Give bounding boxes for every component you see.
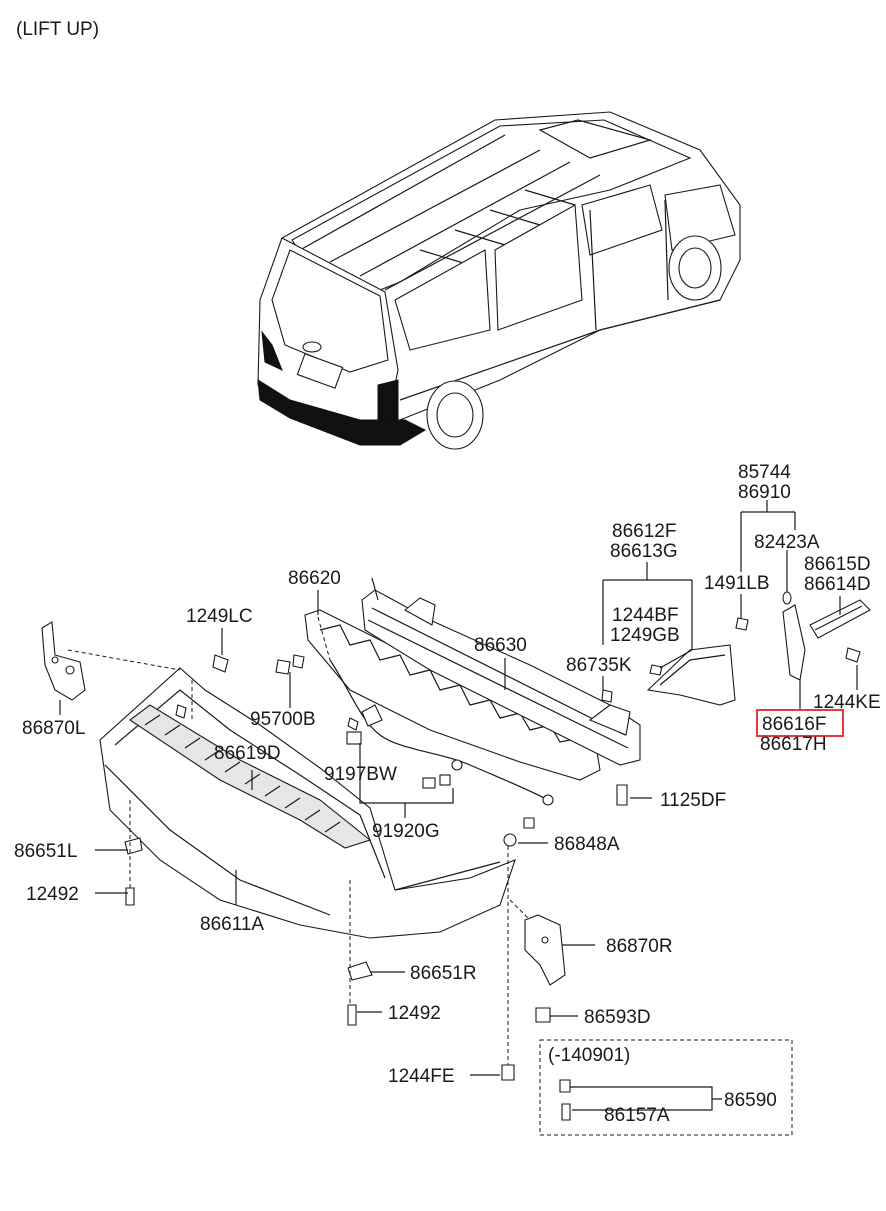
label-85744: 85744: [738, 462, 791, 483]
label-1125DF: 1125DF: [660, 790, 726, 811]
van-illustration: [257, 111, 741, 450]
label-1249LC: 1249LC: [186, 606, 253, 627]
label-86612F: 86612F: [612, 521, 676, 542]
side-bracket-86612F: [646, 644, 736, 706]
part-labels: 85744 86910 82423A 86615D 86614D 86612F …: [14, 462, 881, 1126]
label-91920G: 91920G: [372, 821, 440, 842]
label-86611A: 86611A: [200, 914, 264, 935]
label-86157A: 86157A: [604, 1105, 670, 1126]
label-86651L: 86651L: [14, 841, 77, 862]
side-bracket-86615D: [809, 599, 871, 639]
label-1491LB: 1491LB: [704, 573, 770, 594]
label-86620: 86620: [288, 568, 341, 589]
bumper-beam-86630: [361, 577, 641, 766]
label-86870R: 86870R: [606, 936, 673, 957]
label-86848A: 86848A: [554, 834, 620, 855]
fasteners: [124, 591, 861, 1121]
bumper-cover-86611A: [99, 667, 516, 939]
label-82423A: 82423A: [754, 532, 820, 553]
label-1249GB: 1249GB: [610, 625, 680, 646]
label-86617H: 86617H: [760, 734, 827, 755]
label-86870L: 86870L: [22, 718, 85, 739]
label-86651R: 86651R: [410, 963, 477, 984]
leader-lines: [59, 500, 858, 1111]
label-86735K: 86735K: [566, 655, 632, 676]
side-bracket-86616F: [782, 604, 806, 681]
label-12492-bottom: 12492: [388, 1003, 441, 1024]
label-9197BW: 9197BW: [324, 764, 397, 785]
label-86613G: 86613G: [610, 541, 678, 562]
label-1244BF: 1244BF: [612, 605, 679, 626]
label-86910: 86910: [738, 482, 791, 503]
label-86616F: 86616F: [762, 714, 826, 735]
construction-lines: [67, 616, 793, 1136]
label-95700B: 95700B: [250, 709, 316, 730]
label-86590: 86590: [724, 1090, 777, 1111]
wiring-harness-91920G: [329, 659, 554, 806]
highlight-box-86616F: [756, 709, 844, 737]
diagram-header: (LIFT UP): [16, 19, 99, 40]
label-86593D: 86593D: [584, 1007, 651, 1028]
label-86619D: 86619D: [214, 743, 281, 764]
label-1244KE: 1244KE: [813, 692, 881, 713]
label-86630: 86630: [474, 635, 527, 656]
mudguard-left-86870L: [41, 621, 86, 701]
label-86615D: 86615D: [804, 554, 871, 575]
label-12492-left: 12492: [26, 884, 79, 905]
label-140901: (-140901): [548, 1045, 630, 1066]
label-1244FE: 1244FE: [388, 1066, 455, 1087]
mudguard-right-86870R: [524, 914, 566, 986]
label-86614D: 86614D: [804, 574, 871, 595]
energy-absorber-86620: [304, 609, 601, 781]
